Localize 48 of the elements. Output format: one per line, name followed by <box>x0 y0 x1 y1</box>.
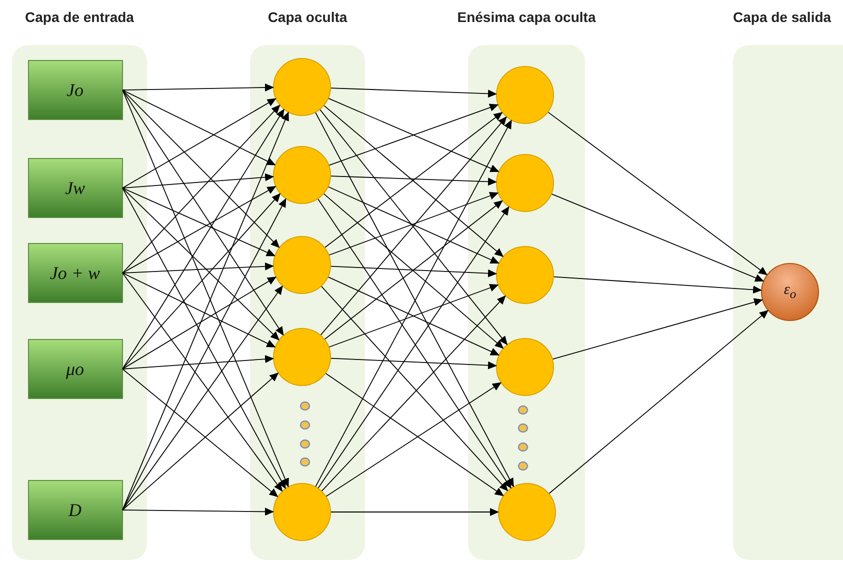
neuron-label: ε$_{o}$ <box>784 282 796 302</box>
layer-title: Capa de entrada <box>24 9 135 25</box>
arrow <box>328 98 500 172</box>
arrow <box>122 272 276 348</box>
arrow <box>328 276 500 356</box>
arrow <box>122 104 280 274</box>
input-box <box>28 480 122 540</box>
input-box <box>28 60 122 120</box>
arrow <box>122 188 280 340</box>
arrow <box>122 355 274 370</box>
arrow <box>328 104 499 166</box>
arrow <box>328 284 499 348</box>
arrow <box>122 186 276 274</box>
arrow <box>122 84 274 92</box>
input-label: Jo + w <box>50 262 100 284</box>
arrow <box>122 276 276 370</box>
arrow <box>330 508 499 516</box>
input-label: Jw <box>65 178 85 198</box>
arrow <box>548 112 768 276</box>
layer-title: Enésima capa oculta <box>456 9 597 25</box>
arrow <box>122 193 281 370</box>
input-label: Jo <box>66 80 84 100</box>
arrow <box>122 90 276 166</box>
layer-title: Capa oculta <box>266 9 348 25</box>
arrow <box>330 266 498 278</box>
arrow <box>328 192 499 256</box>
input-box <box>28 243 122 303</box>
arrow <box>330 358 498 370</box>
arrow <box>122 188 276 256</box>
arrow <box>551 194 764 282</box>
arrow <box>122 108 284 370</box>
arrow <box>122 98 276 188</box>
arrow <box>122 90 280 248</box>
input-box <box>28 339 122 399</box>
arrow <box>552 298 764 360</box>
arrow <box>122 173 274 188</box>
input-label: D <box>68 500 82 520</box>
arrow <box>122 508 274 516</box>
input-box <box>28 158 122 218</box>
arrow <box>122 262 274 274</box>
arrow <box>328 186 500 264</box>
layer-title: Capa de salida <box>733 9 832 25</box>
arrow <box>330 88 498 98</box>
arrow <box>548 310 769 494</box>
arrow <box>122 90 284 336</box>
arrow <box>554 276 762 294</box>
arrow <box>330 176 498 186</box>
input-label: μo <box>66 358 84 380</box>
